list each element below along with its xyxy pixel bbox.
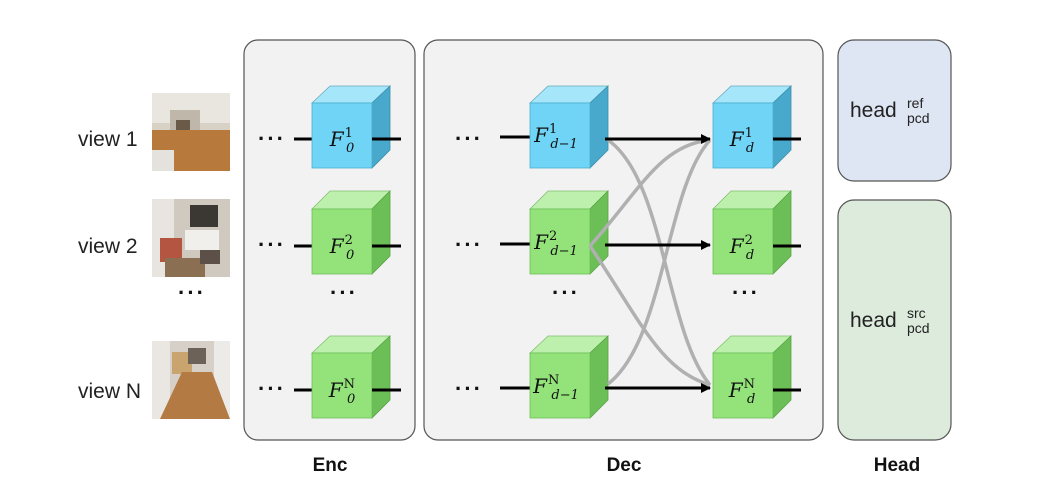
enc-ellipsis: ··· <box>330 280 358 305</box>
head-src-box <box>837 199 952 441</box>
dec-out-cube-2 <box>712 190 792 275</box>
enc-cube-2 <box>311 190 391 275</box>
dec-rowN-ellipsis: ··· <box>455 376 483 401</box>
view-n-image <box>152 341 230 419</box>
dec-out-cube-1 <box>711 85 793 169</box>
dec-out-cube-n <box>711 335 793 419</box>
dec-title: Dec <box>607 455 642 476</box>
dec-row1-ellipsis: ··· <box>455 126 483 151</box>
view-1-image <box>152 93 230 171</box>
curve-2-to-n <box>588 245 711 387</box>
dec-in-cube-1 <box>528 85 610 169</box>
curve-1-to-n <box>606 138 712 387</box>
dec-ellipsis-left: ··· <box>552 280 580 305</box>
view-n-label: view N <box>78 380 141 403</box>
enc-row2-ellipsis: ··· <box>258 232 286 257</box>
enc-cube-n <box>310 335 392 419</box>
dec-row2-ellipsis: ··· <box>455 232 483 257</box>
curve-2-to-1 <box>588 138 711 248</box>
enc-cube-1 <box>310 85 392 169</box>
enc-rowN-ellipsis: ··· <box>258 376 286 401</box>
dec-in-cube-2 <box>529 190 609 275</box>
head-title: Head <box>874 455 920 476</box>
head-ref-box <box>837 39 952 182</box>
view-1-label: view 1 <box>78 128 138 151</box>
enc-row1-ellipsis: ··· <box>258 126 286 151</box>
dec-in-cube-n <box>528 335 610 419</box>
dec-ellipsis-right: ··· <box>732 280 760 305</box>
views-ellipsis: ··· <box>178 280 206 305</box>
view-2-image <box>152 199 230 277</box>
enc-title: Enc <box>313 455 348 476</box>
cross-attention-curves <box>588 138 712 387</box>
curve-n-to-1 <box>606 138 712 386</box>
view-2-label: view 2 <box>78 235 138 258</box>
